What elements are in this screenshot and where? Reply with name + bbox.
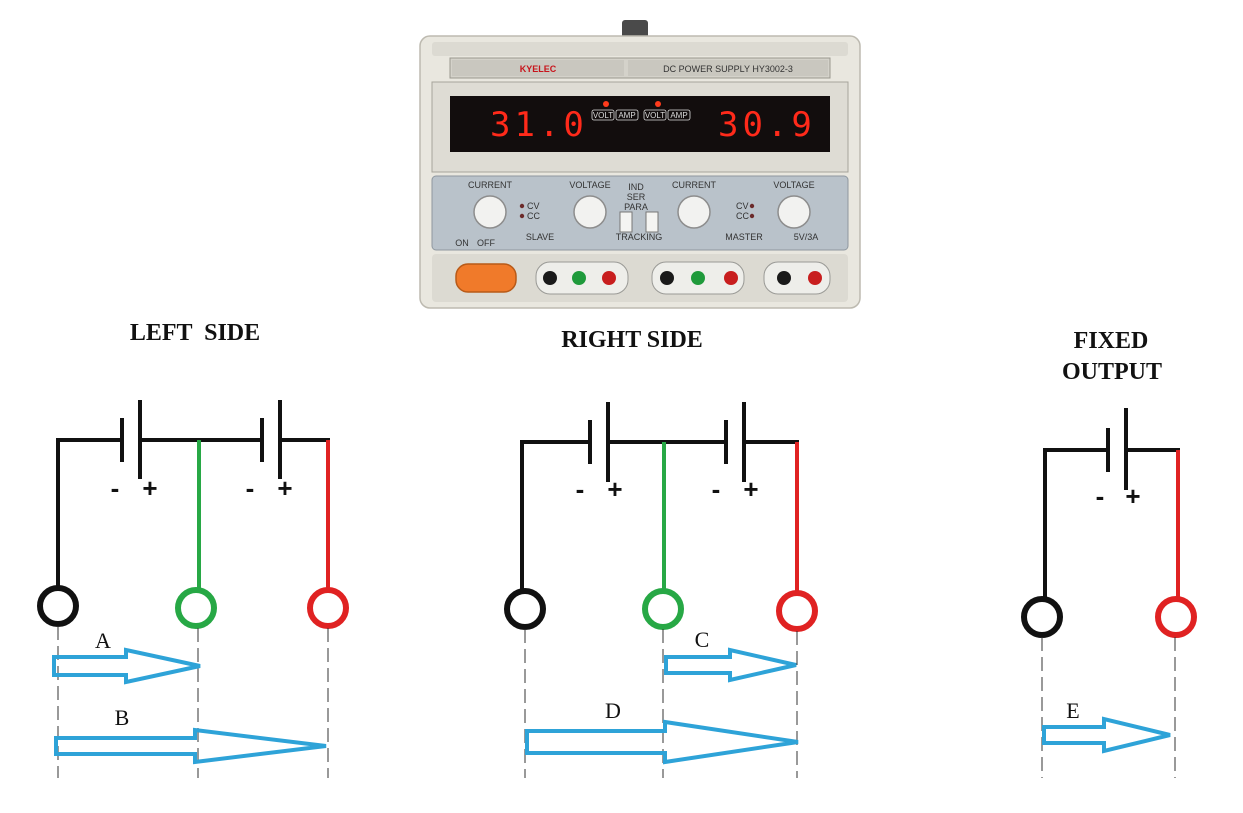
- power-switch[interactable]: [455, 263, 517, 293]
- terminal-rail: [432, 254, 848, 302]
- amp-tag-left-text: AMP: [618, 111, 635, 120]
- right-side-circuit: - + - +: [504, 402, 818, 632]
- arrow-label-D: D: [605, 698, 621, 723]
- display-panel: [450, 96, 830, 152]
- cv-led-master: [749, 203, 755, 209]
- measurement-arrows: [52, 647, 1171, 765]
- left-terminal-common: [175, 587, 217, 629]
- terminal-slave-ground[interactable]: [572, 271, 586, 285]
- arrow-C: [664, 647, 797, 683]
- cv-led-slave: [519, 203, 525, 209]
- cc-led-master: [749, 213, 755, 219]
- model-plate: [628, 60, 828, 76]
- section-label-fixed: 5V/3A: [794, 232, 819, 242]
- voltage-knob-slave[interactable]: [573, 195, 607, 229]
- fixed-terminal-negative: [1021, 596, 1063, 638]
- left-terminal-negative: [37, 585, 79, 627]
- brand-label: KYELEC: [520, 64, 557, 74]
- led-left: [603, 101, 609, 107]
- cc-led-slave: [519, 213, 525, 219]
- led-right: [655, 101, 661, 107]
- terminal-master-negative[interactable]: [660, 271, 674, 285]
- left-cell1-plus: +: [142, 473, 157, 503]
- left-cell2-minus: -: [246, 473, 255, 503]
- voltage-knob-master[interactable]: [777, 195, 811, 229]
- control-panel: [431, 175, 849, 251]
- section-label-master: MASTER: [725, 232, 763, 242]
- arrow-label-E: E: [1066, 698, 1079, 723]
- arrow-D: [525, 719, 799, 765]
- left-cell2-plus: +: [277, 473, 292, 503]
- display-left-readout: 31.0: [490, 105, 588, 145]
- section-label-tracking: TRACKING: [616, 232, 663, 242]
- right-terminal-positive: [776, 590, 818, 632]
- volt-tag-right-text: VOLT: [645, 111, 665, 120]
- arrow-label-C: C: [695, 627, 710, 652]
- power-label-off: OFF: [477, 238, 495, 248]
- right-cell1-minus: -: [576, 474, 585, 504]
- display-right-readout: 30.9: [718, 105, 816, 145]
- heading-fixed-line1: FIXED: [1074, 328, 1149, 354]
- fixed-cell-minus: -: [1096, 481, 1105, 511]
- amp-tag-right-text: AMP: [670, 111, 687, 120]
- tracking-switch-2[interactable]: [645, 211, 659, 233]
- left-side-circuit: - + - +: [37, 400, 349, 629]
- mode-label-ser: SER: [627, 192, 646, 202]
- arrow-label-B: B: [115, 705, 130, 730]
- right-terminal-negative: [504, 588, 546, 630]
- terminal-group-fixed: [763, 261, 831, 295]
- terminal-slave-positive[interactable]: [602, 271, 616, 285]
- volt-tag-left: [591, 109, 615, 121]
- power-label-on: ON: [455, 238, 469, 248]
- right-cell2-plus: +: [743, 474, 758, 504]
- right-cell1-plus: +: [607, 474, 622, 504]
- power-supply-device: KYELEC DC POWER SUPPLY HY3002-3 31.0 30.…: [419, 20, 861, 309]
- left-terminal-positive: [307, 587, 349, 629]
- heading-right-side: RIGHT SIDE: [561, 327, 703, 353]
- knob-label-current-slave: CURRENT: [468, 180, 513, 190]
- knob-label-current-master: CURRENT: [672, 180, 717, 190]
- cv-label-master: CV: [736, 201, 749, 211]
- fixed-output-circuit: - +: [1021, 408, 1197, 638]
- amp-tag-left: [615, 109, 639, 121]
- terminal-fixed-positive[interactable]: [808, 271, 822, 285]
- cv-label-slave: CV: [527, 201, 540, 211]
- tracking-switch-1[interactable]: [619, 211, 633, 233]
- knob-label-voltage-master: VOLTAGE: [773, 180, 814, 190]
- amp-tag-right: [667, 109, 691, 121]
- arrow-label-A: A: [95, 628, 111, 653]
- top-vent: [432, 42, 848, 56]
- current-knob-slave[interactable]: [473, 195, 507, 229]
- section-label-slave: SLAVE: [526, 232, 554, 242]
- right-cell2-minus: -: [712, 474, 721, 504]
- arrow-A: [52, 647, 201, 685]
- terminal-master-ground[interactable]: [691, 271, 705, 285]
- right-terminal-common: [642, 588, 684, 630]
- knob-label-voltage-slave: VOLTAGE: [569, 180, 610, 190]
- fixed-terminal-positive: [1155, 596, 1197, 638]
- cc-label-master: CC: [736, 211, 749, 221]
- model-label: DC POWER SUPPLY HY3002-3: [663, 64, 793, 74]
- volt-tag-left-text: VOLT: [593, 111, 613, 120]
- cc-label-slave: CC: [527, 211, 540, 221]
- mode-label-ind: IND: [628, 182, 644, 192]
- mode-label-para: PARA: [624, 202, 648, 212]
- terminal-fixed-negative[interactable]: [777, 271, 791, 285]
- arrow-E: [1042, 716, 1171, 754]
- heading-fixed-line2: OUTPUT: [1062, 359, 1162, 385]
- terminal-slave-negative[interactable]: [543, 271, 557, 285]
- arrow-B: [54, 727, 327, 765]
- heading-left-side: LEFT SIDE: [130, 320, 260, 346]
- current-knob-master[interactable]: [677, 195, 711, 229]
- left-cell1-minus: -: [111, 473, 120, 503]
- terminal-master-positive[interactable]: [724, 271, 738, 285]
- fixed-cell-plus: +: [1125, 481, 1140, 511]
- brand-plate: [452, 60, 624, 76]
- volt-tag-right: [643, 109, 667, 121]
